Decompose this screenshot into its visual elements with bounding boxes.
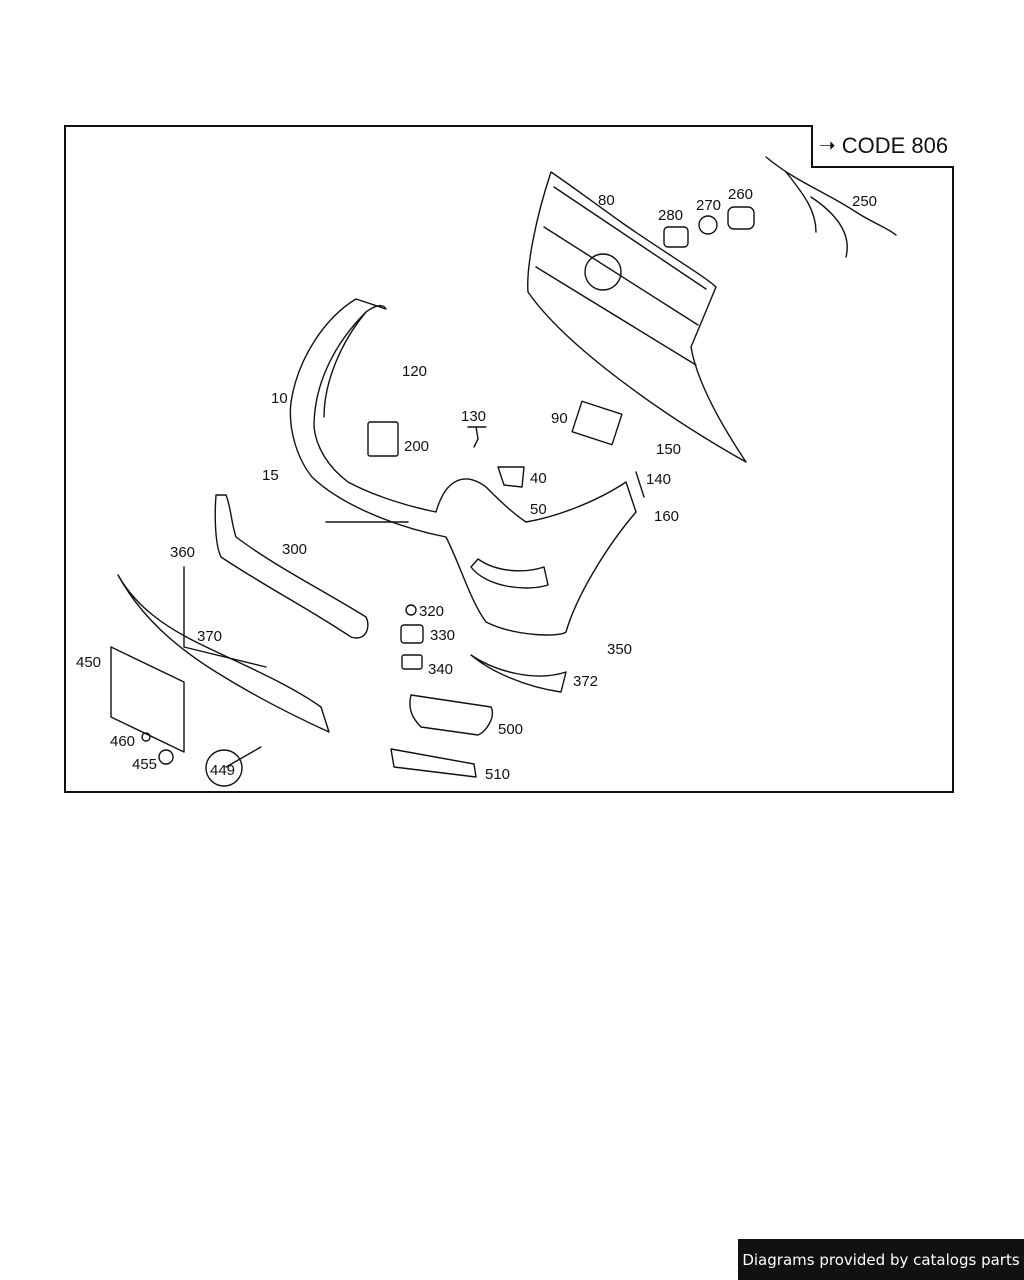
callout-340: 340	[428, 661, 453, 678]
trim-strip-part	[117, 574, 330, 733]
callout-160: 160	[654, 508, 679, 525]
callout-140: 140	[646, 471, 671, 488]
callout-350: 350	[607, 641, 632, 658]
callout-270: 270	[696, 197, 721, 214]
callout-40: 40	[530, 470, 547, 487]
callout-500: 500	[498, 721, 523, 738]
callout-450: 450	[76, 654, 101, 671]
callout-320: 320	[419, 603, 444, 620]
callout-300: 300	[282, 541, 307, 558]
group-circle	[205, 749, 243, 787]
callout-330: 330	[430, 627, 455, 644]
callout-80: 80	[598, 192, 615, 209]
callout-260: 260	[728, 186, 753, 203]
callout-250: 250	[852, 193, 877, 210]
license-plate-holder-part	[110, 646, 185, 753]
bracket-small-part	[400, 624, 424, 644]
callout-10: 10	[271, 390, 288, 407]
callout-449: 449	[210, 762, 235, 779]
bracket-part	[663, 226, 689, 248]
grommet-part	[141, 732, 151, 742]
bumper-cover-part	[289, 298, 637, 636]
module-part	[367, 421, 399, 457]
callout-455: 455	[132, 756, 157, 773]
clip-small-part	[401, 654, 423, 670]
ring-part	[698, 215, 718, 235]
callout-15: 15	[262, 467, 279, 484]
grille-insert-part	[571, 400, 623, 446]
mount-bracket-part	[214, 494, 369, 639]
callout-200: 200	[404, 438, 429, 455]
wiring-harness-part	[765, 156, 897, 258]
callout-90: 90	[551, 410, 568, 427]
callout-50: 50	[530, 501, 547, 518]
callout-372: 372	[573, 673, 598, 690]
code-806-box: ➝ CODE 806	[811, 125, 954, 168]
callout-280: 280	[658, 207, 683, 224]
callout-130: 130	[461, 408, 486, 425]
callout-150: 150	[656, 441, 681, 458]
trim-molding-part	[390, 748, 477, 778]
callout-360: 360	[170, 544, 195, 561]
cap-part	[497, 466, 525, 488]
clip-part	[467, 426, 487, 448]
pin-part	[158, 749, 174, 765]
callout-510: 510	[485, 766, 510, 783]
exploded-view-drawing: 10 15 40 50 80 90 120 130 140 150 160 200 250 260 270 2…	[76, 156, 897, 787]
footer-text: Diagrams provided by catalogs parts	[742, 1250, 1020, 1269]
sensor-part	[727, 206, 755, 230]
grille-part	[527, 171, 747, 463]
code-label: CODE 806	[841, 132, 949, 158]
callout-120: 120	[402, 363, 427, 380]
side-trim-part	[470, 654, 567, 693]
callout-370: 370	[197, 628, 222, 645]
arrow-right-icon: ➝	[818, 135, 836, 157]
callout-labels: 10 15 40 50 80 90 120 130 140 150 160 200 250 260 270 2…	[76, 186, 877, 783]
parts-diagram: 10 15 40 50 80 90 120 130 140 150 160 200 250 260 270 2…	[64, 125, 954, 793]
lower-grille-part	[409, 694, 493, 736]
footer-credit: Diagrams provided by catalogs parts	[738, 1239, 1024, 1280]
screw-part	[405, 604, 417, 616]
callout-460: 460	[110, 733, 135, 750]
